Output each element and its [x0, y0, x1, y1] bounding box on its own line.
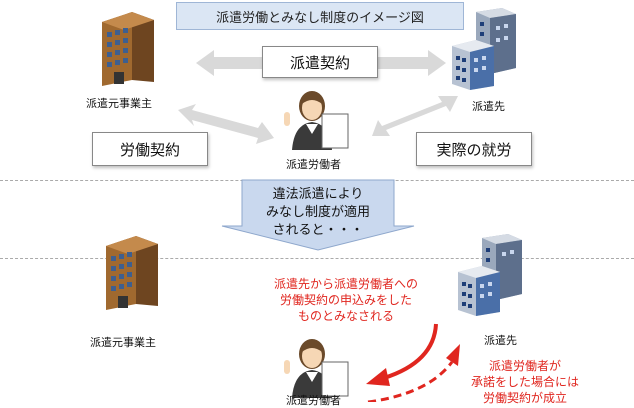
offer-line-1: 派遣先から派遣労働者への [273, 277, 418, 291]
callout-line-1: 違法派遣により [272, 187, 364, 202]
bottom-client-label: 派遣先 [484, 334, 517, 347]
dispatch-contract-label: 派遣契約 [289, 53, 350, 72]
callout-text: 違法派遣により みなし制度が適用 されると・・・ [244, 186, 392, 240]
accept-line-3: 労働契約が成立 [482, 391, 567, 405]
bottom-worker-icon [284, 339, 349, 398]
top-worker-label: 派遣労働者 [286, 158, 341, 171]
worker-icon [284, 91, 349, 150]
actual-work-box: 実際の就労 [416, 132, 532, 166]
offer-deemed-text: 派遣先から派遣労働者への 労働契約の申込みをした ものとみなされる [258, 276, 434, 324]
bottom-dispatcher-building-icon [106, 236, 158, 310]
callout-arrow-shape [221, 179, 415, 251]
labor-contract-box: 労働契約 [92, 132, 208, 166]
accept-line-1: 派遣労働者が [488, 359, 561, 373]
offer-arrow [366, 323, 460, 402]
accept-text: 派遣労働者が 承諾をした場合には 労働契約が成立 [466, 358, 584, 406]
bottom-worker-label: 派遣労働者 [286, 394, 341, 407]
dispatcher-building-icon [102, 12, 154, 86]
actual-work-arrow [372, 96, 458, 136]
dispatch-contract-box: 派遣契約 [262, 46, 378, 78]
top-dispatcher-label: 派遣元事業主 [86, 97, 152, 110]
offer-line-3: ものとみなされる [297, 309, 394, 323]
diagram-title: 派遣労働とみなし制度のイメージ図 [176, 2, 464, 30]
client-building-icon [452, 8, 516, 90]
labor-contract-arrow [178, 104, 274, 144]
accept-line-2: 承諾をした場合には [470, 375, 579, 389]
bottom-client-building-icon [458, 234, 522, 316]
callout-line-3: されると・・・ [272, 223, 364, 238]
section-divider-bottom [0, 258, 634, 259]
labor-contract-label: 労働契約 [119, 140, 180, 159]
bottom-dispatcher-label: 派遣元事業主 [90, 336, 156, 349]
diagram-title-text: 派遣労働とみなし制度のイメージ図 [216, 10, 424, 26]
offer-line-2: 労働契約の申込みをした [279, 293, 412, 307]
actual-work-label: 実際の就労 [436, 140, 512, 159]
top-client-label: 派遣先 [472, 100, 505, 113]
callout-line-2: みなし制度が適用 [265, 205, 370, 220]
